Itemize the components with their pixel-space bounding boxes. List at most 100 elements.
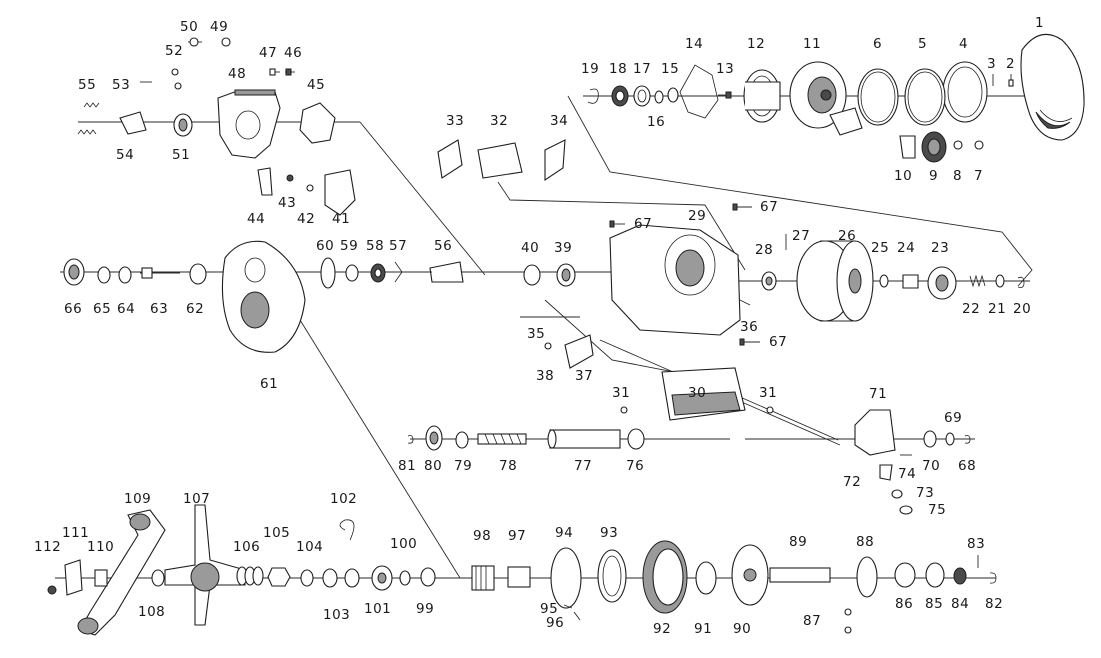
part-88-gear — [856, 556, 878, 598]
label-27: 27 — [792, 228, 810, 244]
label-47: 47 — [259, 45, 277, 61]
label-31a: 31 — [612, 385, 630, 401]
part-111-retainer — [64, 559, 83, 596]
label-35: 35 — [527, 326, 545, 342]
part-29-frame — [609, 224, 741, 336]
label-54: 54 — [116, 147, 134, 163]
label-106: 106 — [233, 539, 260, 555]
label-60: 60 — [316, 238, 334, 254]
part-95-pin — [563, 604, 573, 609]
part-34-bracket — [544, 139, 566, 182]
label-25: 25 — [871, 240, 889, 256]
label-72: 72 — [843, 474, 861, 490]
label-9: 9 — [929, 168, 938, 184]
part-21-washer — [995, 274, 1005, 288]
part-97-sleeve — [507, 566, 531, 588]
part-25-washer — [879, 274, 889, 288]
part-17-bearing — [633, 85, 651, 107]
part-47-pin — [269, 68, 280, 76]
part-49-washer — [221, 37, 231, 47]
label-103: 103 — [323, 607, 350, 623]
label-45: 45 — [307, 77, 325, 93]
part-32-thumb-bar — [477, 142, 523, 179]
label-100: 100 — [390, 536, 417, 552]
label-67a: 67 — [634, 216, 652, 232]
part-14-spring-wire — [679, 64, 719, 119]
label-31b: 31 — [759, 385, 777, 401]
label-53: 53 — [112, 77, 130, 93]
part-60-disc — [320, 257, 336, 289]
label-42: 42 — [297, 211, 315, 227]
label-82: 82 — [985, 596, 1003, 612]
part-104-washer — [300, 569, 314, 587]
part-59-bushing — [345, 264, 359, 282]
label-12: 12 — [747, 36, 765, 52]
part-67a-screw — [609, 220, 625, 228]
part-105-nut — [267, 567, 291, 587]
label-28: 28 — [755, 242, 773, 258]
label-68: 68 — [958, 458, 976, 474]
label-40: 40 — [521, 240, 539, 256]
label-51: 51 — [172, 147, 190, 163]
label-83: 83 — [967, 536, 985, 552]
part-68-clip — [964, 435, 971, 444]
label-66: 66 — [64, 301, 82, 317]
part-10-clip — [899, 135, 916, 159]
label-43: 43 — [278, 195, 296, 211]
label-41: 41 — [332, 211, 350, 227]
part-109-handle — [77, 509, 166, 636]
label-14: 14 — [685, 36, 703, 52]
part-54-lever — [119, 111, 147, 135]
label-93: 93 — [600, 525, 618, 541]
part-28-bearing — [761, 271, 777, 291]
label-105: 105 — [263, 525, 290, 541]
label-46: 46 — [284, 45, 302, 61]
label-84: 84 — [951, 596, 969, 612]
part-103-washers — [322, 568, 360, 588]
label-4: 4 — [959, 36, 968, 52]
label-86: 86 — [895, 596, 913, 612]
part-44-lever — [257, 167, 273, 196]
part-37-plate — [564, 334, 594, 369]
label-102: 102 — [330, 491, 357, 507]
label-11: 11 — [803, 36, 821, 52]
part-48-frame — [217, 89, 281, 159]
part-40-bushing — [523, 264, 541, 286]
part-11-side-plate — [789, 61, 863, 136]
label-96: 96 — [546, 615, 564, 631]
part-76-ring — [627, 428, 645, 450]
part-33-bracket — [437, 139, 463, 179]
label-38: 38 — [536, 368, 554, 384]
label-90: 90 — [733, 621, 751, 637]
part-86-bushing — [894, 562, 916, 588]
label-78: 78 — [499, 458, 517, 474]
part-78-worm — [477, 433, 527, 445]
part-26-spool — [796, 240, 874, 322]
part-16-ring — [654, 90, 664, 104]
part-67b-screw — [732, 203, 752, 211]
part-31a-screw — [620, 406, 628, 414]
part-50-screw — [188, 37, 202, 47]
part-12-cup — [743, 69, 781, 123]
label-20: 20 — [1013, 301, 1031, 317]
part-110-nut — [94, 569, 108, 587]
part-100-washer — [399, 570, 411, 586]
label-67b: 67 — [760, 199, 778, 215]
part-23-cap — [927, 266, 957, 300]
label-69: 69 — [944, 410, 962, 426]
part-46-pin — [285, 68, 295, 76]
label-70: 70 — [922, 458, 940, 474]
label-57: 57 — [389, 238, 407, 254]
part-96-pin — [573, 611, 581, 621]
part-79-bearing — [455, 431, 469, 449]
label-26: 26 — [838, 228, 856, 244]
label-101: 101 — [364, 601, 391, 617]
part-58-bearing — [370, 263, 386, 283]
label-108: 108 — [138, 604, 165, 620]
part-42-screw — [306, 184, 314, 192]
label-75: 75 — [928, 502, 946, 518]
part-6-o-ring — [857, 68, 899, 126]
part-41-plate — [324, 169, 356, 216]
part-71-pawl-bracket — [854, 409, 896, 456]
label-74: 74 — [898, 466, 916, 482]
